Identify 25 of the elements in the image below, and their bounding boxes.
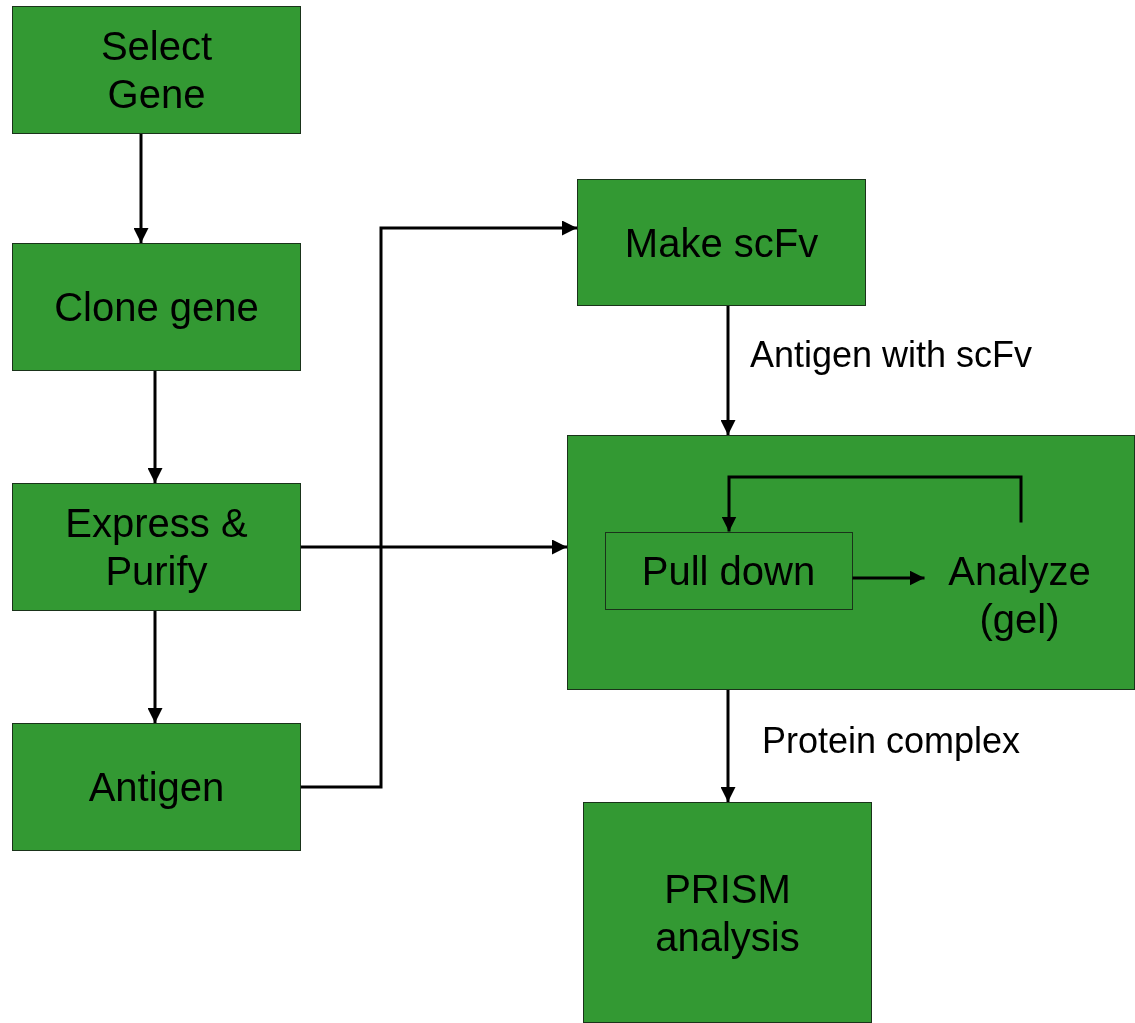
arrow bbox=[147, 611, 163, 723]
step-label: Clone gene bbox=[54, 284, 259, 331]
arrow bbox=[720, 690, 736, 802]
process-box bbox=[583, 802, 872, 1023]
process-box bbox=[604, 531, 853, 610]
arrow bbox=[852, 570, 925, 586]
arrow bbox=[721, 475, 1023, 532]
process-box bbox=[577, 179, 866, 306]
step-label: Make scFv bbox=[624, 219, 819, 267]
process-box bbox=[12, 6, 301, 134]
step-label: Analyze (gel) bbox=[947, 547, 1092, 643]
arrow bbox=[147, 371, 163, 483]
process-box bbox=[567, 435, 1135, 690]
step-label: PRISM analysis bbox=[654, 865, 801, 961]
arrow bbox=[301, 539, 567, 555]
step-label: Express & Purify bbox=[64, 500, 249, 595]
process-box bbox=[12, 243, 301, 371]
step-label: Select Gene bbox=[99, 23, 214, 118]
arrow bbox=[301, 220, 577, 789]
step-label: Antigen bbox=[88, 764, 225, 811]
step-label: Pull down bbox=[641, 547, 816, 595]
arrow bbox=[720, 306, 736, 435]
process-box bbox=[12, 723, 301, 851]
process-box bbox=[12, 483, 301, 611]
arrow bbox=[133, 134, 149, 243]
